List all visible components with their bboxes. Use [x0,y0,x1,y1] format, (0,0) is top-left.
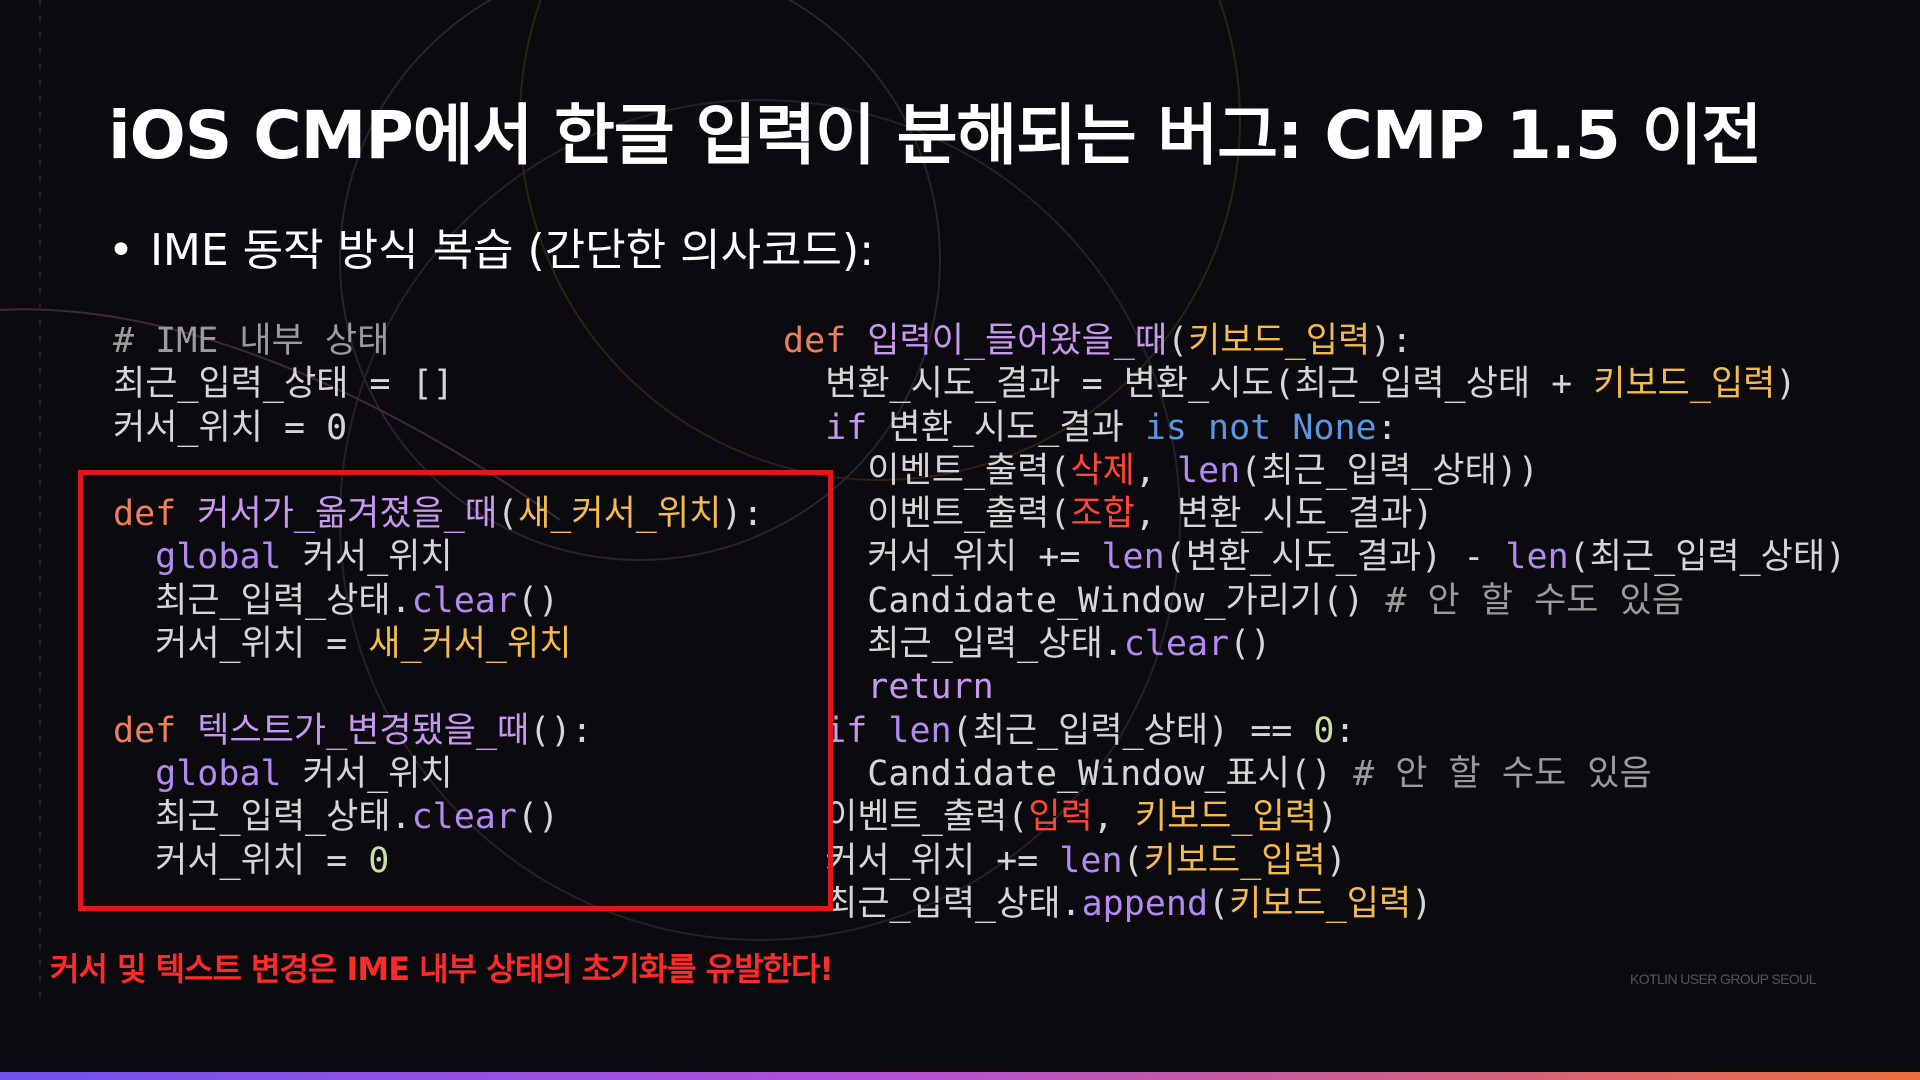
code-var: 최근_입력_상태 [1261,450,1497,491]
bullet-text: IME 동작 방식 복습 (간단한 의사코드): [149,225,875,276]
code-param: 새_커서_위치 [368,624,572,665]
bullet-point: • IME 동작 방식 복습 (간단한 의사코드): [108,214,874,278]
code-comment: # 안 할 수도 있음 [1385,580,1684,621]
code-var: 커서_위치 [867,537,1018,578]
code-var: 최근_입력_상태 [1589,537,1826,578]
code-method: append [1081,883,1209,924]
code-call: 이벤트_출력 [825,797,1008,838]
code-var: 최근_입력_상태 [972,710,1209,751]
code-keyword: None [1292,407,1377,448]
code-number: 0 [368,840,390,881]
code-var: 변환_시도_결과 [1177,494,1413,535]
code-var: 커서_위치 [155,840,306,881]
code-param: 새_커서_위치 [518,494,722,535]
code-keyword: def [113,494,177,535]
code-call: 이벤트_출력 [867,450,1050,491]
code-var: 커서_위치 [302,537,453,578]
code-string: 입력 [1028,797,1093,838]
code-builtin: len [1177,450,1241,491]
code-op: = 0 [262,407,348,448]
code-op: = [] [348,364,454,405]
bullet-dot: • [108,225,134,276]
code-comment: # 안 할 수도 있음 [1353,753,1652,794]
code-function-name: 텍스트가_변경됐을_때 [197,710,530,751]
code-var: 최근_입력_상태 [155,797,391,838]
code-builtin: len [1505,537,1569,578]
code-var: 최근_입력_상태 [1294,364,1531,405]
pseudocode-right: def 입력이_들어왔을_때(키보드_입력): 변환_시도_결과 = 변환_시도… [783,321,1847,924]
code-keyword: def [783,321,847,361]
code-call: Candidate_Window_표시() [867,753,1333,794]
highlight-box [78,470,833,911]
code-param: 키보드_입력 [1188,321,1371,361]
code-var: 최근_입력_상태 [825,883,1061,924]
code-string: 조합 [1070,494,1135,535]
warning-text: 커서 및 텍스트 변경은 IME 내부 상태의 초기화를 유발한다! [50,950,834,988]
code-number: 0 [1313,710,1335,751]
code-var: 변환_시도_결과 [1185,537,1422,578]
code-op: += [1017,537,1102,578]
code-builtin: global [155,753,282,794]
code-keyword: return [867,667,994,708]
code-function-name: 커서가_옮겨졌을_때 [197,494,498,535]
code-var: 커서_위치 [113,407,263,448]
code-var: 변환_시도_결과 [888,407,1124,448]
code-op: += [975,840,1060,881]
code-var: 커서_위치 [825,840,976,881]
code-param: 키보드_입력 [1593,364,1776,405]
code-var: 최근_입력_상태 [155,580,391,621]
code-var: 커서_위치 [155,624,306,665]
code-keyword: is not [1144,407,1272,448]
code-param: 키보드_입력 [1134,797,1317,838]
code-var: 커서_위치 [302,753,453,794]
code-string: 삭제 [1070,450,1135,491]
code-var: 최근_입력_상태 [867,624,1103,665]
code-call: Candidate_Window_가리기() [867,580,1365,621]
code-var: 최근_입력_상태 [113,364,349,405]
code-method: clear [411,580,517,621]
slide-title: iOS CMP에서 한글 입력이 분해되는 버그: CMP 1.5 이전 [108,97,1762,174]
bottom-gradient-bar [0,1072,1920,1080]
code-param: 키보드_입력 [1143,840,1326,881]
code-builtin: len [888,710,952,751]
code-call: 이벤트_출력 [867,494,1050,535]
code-builtin: global [155,537,282,578]
pseudocode-left: # IME 내부 상태 최근_입력_상태 = [] 커서_위치 = 0 def … [113,321,764,881]
footer-brand: KOTLIN USER GROUP SEOUL [1630,971,1816,987]
code-method: clear [1123,624,1230,665]
code-method: clear [411,797,517,838]
code-call: 변환_시도 [1123,364,1274,405]
code-builtin: len [1059,840,1123,881]
code-builtin: len [1101,537,1165,578]
code-param: 키보드_입력 [1229,883,1412,924]
code-keyword: def [113,710,177,751]
code-keyword: if [825,407,868,448]
code-function-name: 입력이_들어왔을_때 [867,321,1168,361]
code-var: 변환_시도_결과 [825,364,1061,405]
code-comment: # IME 내부 상태 [113,321,390,361]
